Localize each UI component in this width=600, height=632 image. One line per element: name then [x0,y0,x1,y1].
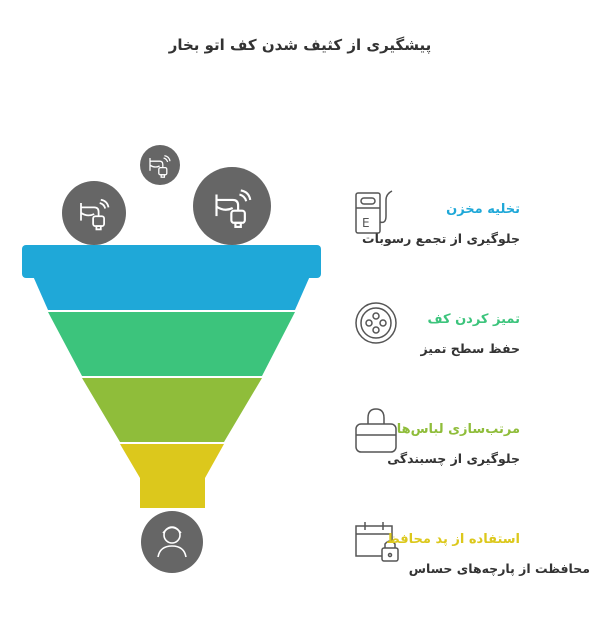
funnel-layer-blue [33,276,310,310]
funnel-top-rim [22,245,321,278]
step-desc: جلوگیری از چسبندگی [387,451,520,466]
svg-text:E: E [362,216,370,230]
page-title: پیشگیری از کثیف شدن کف اتو بخار [168,36,432,54]
step-desc: جلوگیری از تجمع رسوبات [362,231,520,246]
funnel-layer-green [48,312,295,376]
step-title: مرتب‌سازی لباس‌ها [396,422,520,437]
step-title: تمیز کردن کف [427,312,521,327]
fuel-tank-icon: E [355,190,393,234]
person-icon [157,526,187,558]
bag-icon [355,408,397,453]
step-clean-soleplate: تمیز کردن کف حفظ سطح تمیز [340,312,520,356]
calendar-lock-icon [355,522,399,562]
tap-circle-left [62,181,126,245]
tap-circle-right [193,167,271,245]
step-sort-clothes: مرتب‌سازی لباس‌ها جلوگیری از چسبندگی [340,422,520,466]
step-desc: محافظت از پارچه‌های حساس [408,561,590,576]
funnel-layer-olive [82,378,262,442]
step-drain-tank: تخلیه مخزن جلوگیری از تجمع رسوبات [340,202,520,246]
step-desc: حفظ سطح تمیز [420,341,520,356]
person-circle [141,511,203,573]
tap-circle-small [140,145,180,185]
button-plate-icon [355,302,397,344]
funnel-layer-yellow [120,444,224,508]
step-title: تخلیه مخزن [446,202,520,217]
step-protective-pad: استفاده از پد محافظ محافظت از پارچه‌های … [340,532,590,576]
step-title: استفاده از پد محافظ [386,532,520,547]
